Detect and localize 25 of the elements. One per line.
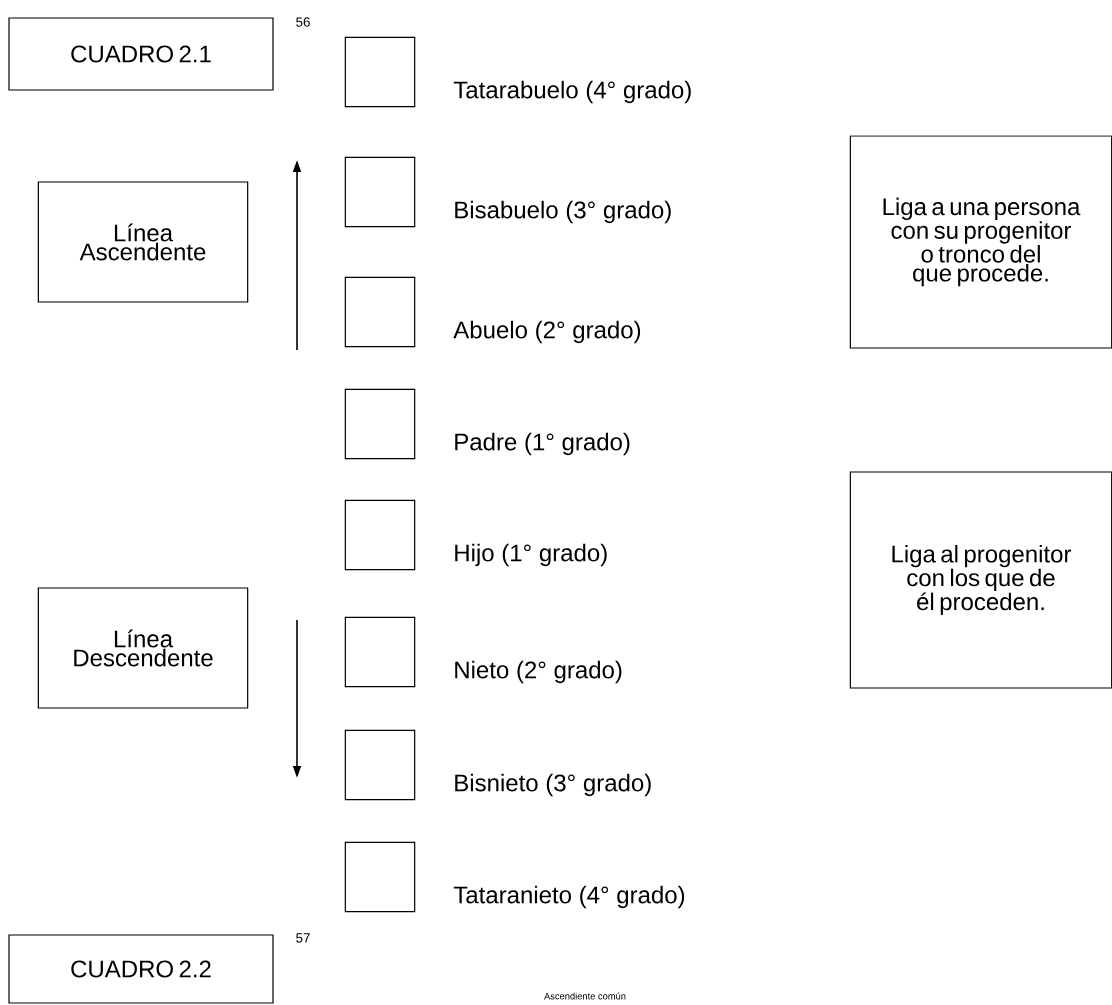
empty-box (344, 841, 416, 913)
text-box: Línea Descendente (37, 587, 249, 709)
caption-text: Ascendiente común (544, 992, 626, 1000)
kinship-label: Tataranieto (4° grado) (453, 885, 685, 909)
empty-box (344, 729, 416, 801)
text-box: Liga al progenitor con los que de él proceden. (849, 471, 1112, 689)
kinship-label: Hijo (1° grado) (455, 543, 607, 567)
text-box: Línea Ascendente (37, 181, 249, 303)
title-box: CUADRO 2.1 (8, 17, 274, 91)
empty-box (344, 499, 416, 571)
kinship-label: Bisnieto (3° grado) (455, 773, 651, 797)
kinship-label: Abuelo (2° grado) (453, 320, 641, 344)
empty-box (344, 156, 416, 228)
empty-box (344, 616, 416, 688)
kinship-label: Bisabuelo (3° grado) (455, 200, 671, 224)
kinship-label: Nieto (2° grado) (455, 660, 622, 684)
empty-box (344, 36, 416, 108)
page-number: 56 (296, 17, 310, 27)
text-box: Liga a una persona con su progenitor o tronco del que procede. (849, 135, 1112, 349)
page-number: 57 (296, 933, 310, 943)
empty-box (344, 276, 416, 348)
title-box: CUADRO 2.2 (8, 934, 274, 1004)
kinship-label: Padre (1° grado) (455, 432, 630, 456)
kinship-label: Tatarabuelo (4° grado) (453, 80, 691, 104)
empty-box (344, 388, 416, 460)
